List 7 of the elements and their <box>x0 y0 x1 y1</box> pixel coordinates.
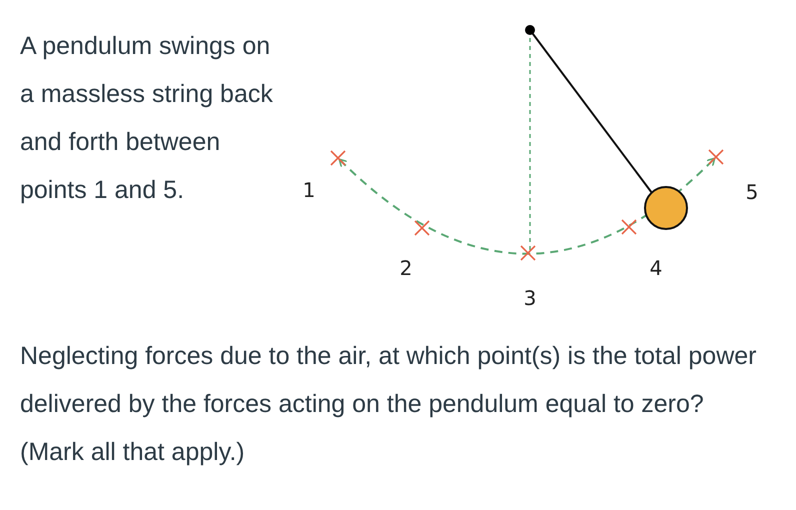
point-number: 1 <box>302 178 316 202</box>
question-text: Neglecting forces due to the air, at which point(s) is the total power delivered by the forces acting on the pendulum equal to zero? (Mark all that apply.) <box>20 341 758 468</box>
point-number: 4 <box>650 256 662 280</box>
point-number: 5 <box>746 180 758 204</box>
point-number: 3 <box>524 286 536 310</box>
description-text: A pendulum swings on a massless string back and forth between points 1 and 5. <box>20 31 274 206</box>
point-number: 2 <box>400 256 412 280</box>
